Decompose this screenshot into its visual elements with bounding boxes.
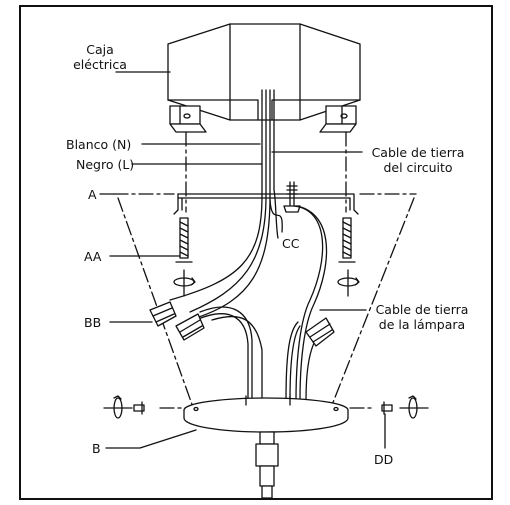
supply-wires bbox=[261, 89, 275, 197]
canopy-screws bbox=[103, 395, 429, 419]
label-bracket: A bbox=[88, 187, 97, 202]
label-white-wire: Blanco (N) bbox=[66, 137, 132, 152]
label-circuit-ground: Cable de tierra del circuito bbox=[371, 145, 465, 175]
long-screws bbox=[173, 217, 360, 297]
label-wire-nuts: BB bbox=[84, 315, 102, 330]
lamp-stem bbox=[255, 431, 279, 499]
label-lamp-ground: Cable de tierra de la lámpara bbox=[375, 302, 469, 332]
label-ground-screw: CC bbox=[282, 236, 300, 251]
label-canopy: B bbox=[92, 441, 101, 456]
label-canopy-screw: DD bbox=[374, 452, 394, 467]
canopy bbox=[183, 395, 349, 433]
mounting-bracket bbox=[173, 193, 359, 215]
looped-wires bbox=[169, 189, 328, 401]
ground-screw bbox=[283, 181, 301, 213]
label-junction-box: Caja eléctrica bbox=[73, 42, 127, 72]
label-black-wire: Negro (L) bbox=[76, 157, 135, 172]
label-screw: AA bbox=[84, 249, 102, 264]
leader-lines bbox=[99, 71, 386, 449]
wire-nuts bbox=[149, 301, 335, 347]
junction-box bbox=[167, 23, 361, 133]
